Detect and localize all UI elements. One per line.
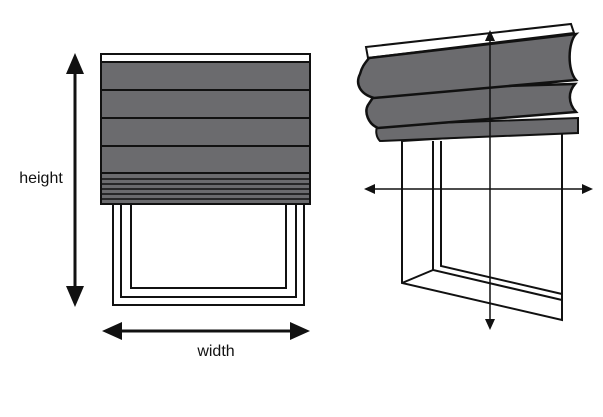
height-arrow [66,53,84,307]
front-view-blind: height width [19,53,311,360]
horizontal-measure-arrow [364,184,593,194]
headrail [100,53,311,63]
window-frame [112,200,305,306]
perspective-view-blind [356,22,593,330]
width-arrow [102,322,310,340]
perspective-window [401,129,563,322]
fabric-fold-top [356,32,580,100]
width-label: width [196,343,234,360]
blind-fabric [100,61,311,205]
height-label: height [19,170,63,187]
vertical-measure-arrow [485,30,495,330]
